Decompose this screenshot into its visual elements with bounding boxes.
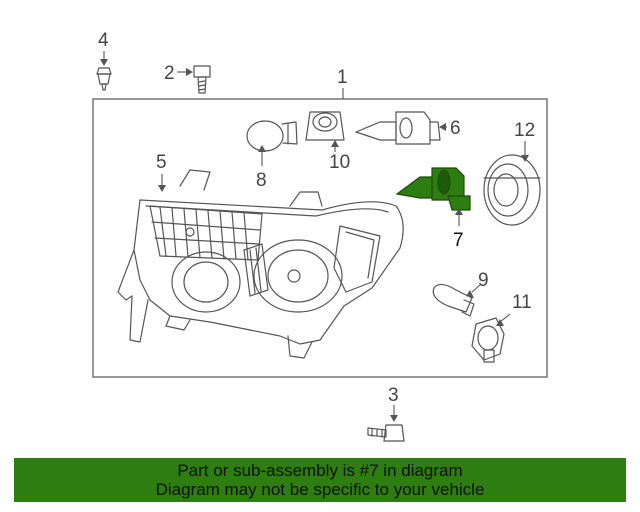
part-5-headlamp-housing[interactable]: 5 xyxy=(117,152,404,359)
part-9-bulb[interactable]: 9 xyxy=(432,270,489,317)
svg-text:6: 6 xyxy=(450,118,461,139)
info-banner: Part or sub-assembly is #7 in diagram Di… xyxy=(14,458,626,502)
svg-text:2: 2 xyxy=(164,63,175,84)
part-2-screw[interactable]: 2 xyxy=(164,63,211,94)
grid-lines xyxy=(151,206,261,261)
callout-1[interactable]: 1 xyxy=(337,67,348,99)
part-7-bulb-highlighted[interactable]: 7 xyxy=(395,167,471,251)
part-3-bolt[interactable]: 3 xyxy=(367,385,405,442)
parts-diagram: 1 4 2 3 8 xyxy=(92,30,548,442)
svg-text:3: 3 xyxy=(388,385,399,406)
part-11-socket[interactable]: 11 xyxy=(471,292,532,363)
assembly-frame xyxy=(92,98,548,378)
svg-text:10: 10 xyxy=(329,152,350,173)
part-12-cap[interactable]: 12 xyxy=(483,120,541,226)
svg-text:4: 4 xyxy=(98,30,109,51)
part-4-clip[interactable]: 4 xyxy=(96,30,112,91)
svg-text:1: 1 xyxy=(337,67,348,88)
part-8-bulb[interactable]: 8 xyxy=(246,120,298,191)
svg-text:5: 5 xyxy=(156,152,167,173)
svg-text:12: 12 xyxy=(514,120,535,141)
part-10-socket[interactable]: 10 xyxy=(305,111,350,173)
banner-line-1: Part or sub-assembly is #7 in diagram xyxy=(177,461,463,480)
banner-line-2: Diagram may not be specific to your vehi… xyxy=(155,480,485,499)
svg-text:7: 7 xyxy=(453,230,464,251)
svg-text:9: 9 xyxy=(478,270,489,291)
part-6-bulb[interactable]: 6 xyxy=(355,111,461,145)
svg-text:11: 11 xyxy=(512,292,532,313)
svg-text:8: 8 xyxy=(256,170,267,191)
